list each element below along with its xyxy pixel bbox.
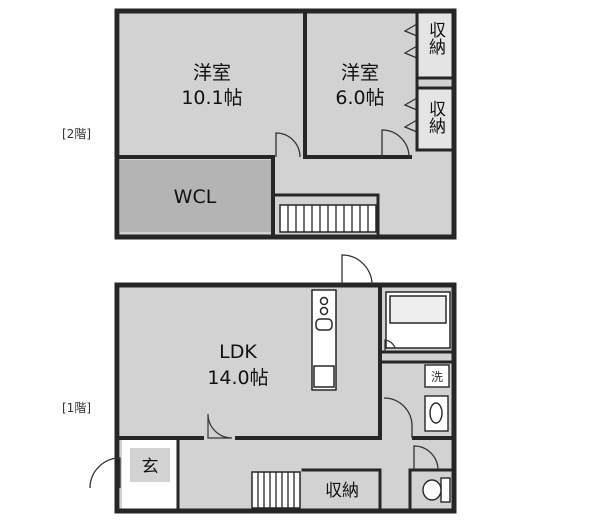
upper-stairs [279, 204, 377, 233]
lower-walls [114, 282, 457, 514]
closet-mid-fill [419, 88, 452, 150]
washroom-fixtures [422, 364, 451, 503]
room-western-b-name: 洋室 [341, 62, 379, 84]
bathtub [385, 291, 451, 349]
room-western-a-size: 10.1帖 [181, 87, 242, 109]
closet-top-fill [419, 13, 452, 77]
lower-stairs [251, 471, 301, 509]
wcl-label: WCL [174, 186, 217, 208]
wash-label: 洗 [431, 370, 443, 384]
upper-doors [275, 23, 418, 158]
lower-doors [89, 254, 439, 489]
entrance-label: 玄 [142, 457, 159, 477]
room-western-a-name: 洋室 [193, 62, 231, 84]
floor-label-upper: [2階] [62, 126, 91, 141]
wcl-fill [120, 160, 275, 232]
kitchen-counter [311, 289, 337, 391]
entrance-step [130, 448, 170, 482]
floor-label-lower: [1階] [62, 400, 91, 415]
storage-top-label: 収納 [425, 21, 446, 56]
ldk-name: LDK [219, 341, 257, 363]
upper-walls [114, 8, 457, 240]
ldk-size: 14.0帖 [207, 367, 268, 389]
room-western-b-size: 6.0帖 [335, 87, 384, 109]
storage-bottom-label: 収納 [325, 481, 359, 501]
storage-mid-label: 収納 [425, 100, 446, 135]
